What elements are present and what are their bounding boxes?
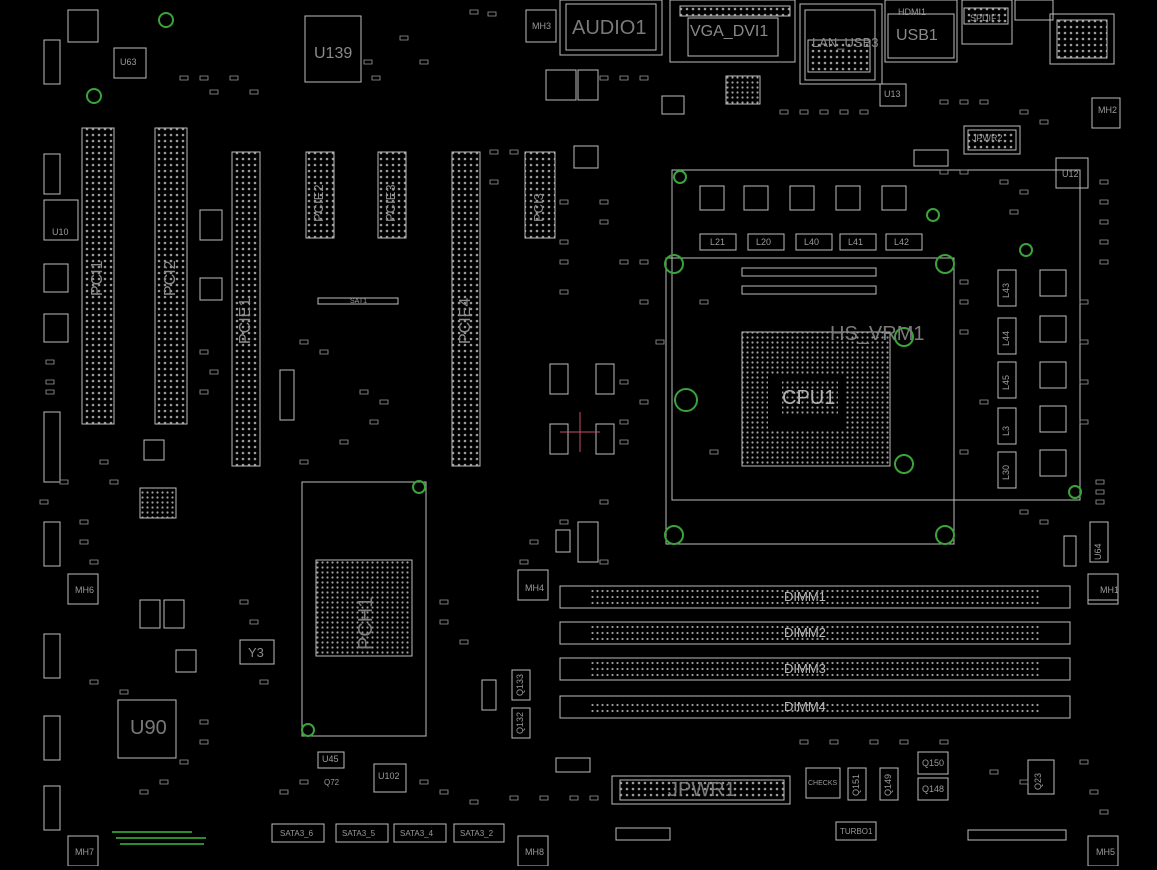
traces: [112, 831, 206, 845]
expansion-slots: [81, 127, 556, 467]
smd-pads: [39, 9, 1109, 815]
pch-chip: [301, 481, 427, 737]
vrm-row: [699, 185, 1067, 489]
cpu-socket: [665, 169, 1081, 545]
ic-chips: [43, 9, 1121, 867]
cursor-crosshair: [560, 412, 600, 452]
dimm-slots: [559, 585, 1071, 719]
vias: [86, 12, 1082, 737]
rear-io: [559, 0, 1115, 85]
